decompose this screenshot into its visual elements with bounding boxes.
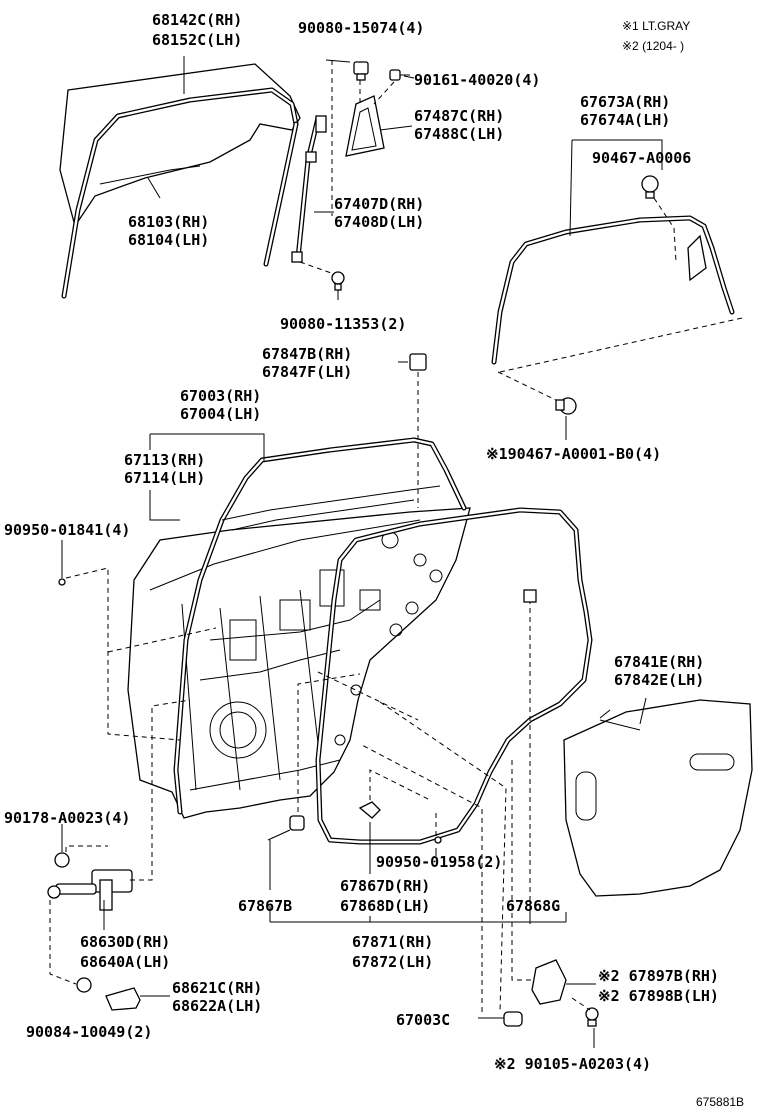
label-67408d: 67408D(LH) [334, 213, 425, 231]
door-frame-67113 [173, 437, 467, 815]
label-67673a: 67673A(RH) [580, 93, 671, 111]
label-67897b: ※2 67897B(RH) [598, 967, 719, 985]
label-68142c: 68142C(RH) [152, 11, 243, 29]
label-67871: 67871(RH) [352, 933, 434, 951]
screw-90161-40020 [389, 69, 410, 81]
division-bar-67407d [291, 115, 327, 263]
label-90105-a0203: ※2 90105-A0203(4) [494, 1055, 652, 1073]
label-68630d: 68630D(RH) [80, 933, 171, 951]
diagram-id: 675881B [696, 1095, 745, 1109]
screw-90080-15074 [353, 61, 369, 81]
bolt-90105-a0203 [585, 1007, 599, 1027]
label-90950-01958: 90950-01958(2) [376, 853, 503, 871]
label-90084-10049: 90084-10049(2) [26, 1023, 153, 1041]
bumper-67003c [503, 1011, 523, 1027]
door-weatherstrip-67871 [315, 507, 593, 845]
label-68640a: 68640A(LH) [80, 953, 171, 971]
clip-90950-01958 [434, 836, 442, 844]
cover-68621c [105, 987, 141, 1011]
label-90467-a0006: 90467-A0006 [592, 149, 692, 167]
nut-90178-a0023 [54, 852, 70, 868]
label-67872: 67872(LH) [352, 953, 434, 971]
clip-90467-a0001 [555, 397, 577, 415]
label-90080-15074: 90080-15074(4) [298, 19, 425, 37]
service-hole-cover-67841e [563, 699, 753, 897]
label-67841e: 67841E(RH) [614, 653, 705, 671]
label-90950-01841: 90950-01841(4) [4, 521, 131, 539]
label-67674a: 67674A(LH) [580, 111, 671, 129]
label-67847f: 67847F(LH) [262, 363, 353, 381]
label-67868g: 67868G [506, 897, 561, 915]
label-90161-40020: 90161-40020(4) [414, 71, 541, 89]
label-67113: 67113(RH) [124, 451, 206, 469]
clip-90467-a0006 [641, 175, 659, 199]
label-90467-a0001: ※190467-A0001-B0(4) [486, 445, 662, 463]
hinge-cover-67897b [531, 959, 567, 1005]
note-lt-gray: ※1 LT.GRAY [622, 19, 691, 33]
label-67842e: 67842E(LH) [614, 671, 705, 689]
clip-67867d [358, 801, 381, 819]
label-67003: 67003(RH) [180, 387, 262, 405]
label-67488c: 67488C(LH) [414, 125, 505, 143]
label-68104: 68104(LH) [128, 231, 210, 249]
label-68621c: 68621C(RH) [172, 979, 263, 997]
label-67868d: 67868D(LH) [340, 897, 431, 915]
label-67867d: 67867D(RH) [340, 877, 431, 895]
glass-run-68142c [61, 87, 299, 299]
clip-67847b [409, 353, 427, 371]
label-68622a: 68622A(LH) [172, 997, 263, 1015]
weatherstrip-67673a [491, 215, 735, 365]
label-90178-a0023: 90178-A0023(4) [4, 809, 131, 827]
bolt-90084-10049 [76, 977, 92, 993]
label-67847b: 67847B(RH) [262, 345, 353, 363]
screw-90080-11353 [331, 271, 345, 291]
label-67898b: ※2 67898B(LH) [598, 987, 719, 1005]
label-67003c: 67003C [396, 1011, 451, 1029]
label-67407d: 67407D(RH) [334, 195, 425, 213]
label-67867b: 67867B [238, 897, 293, 915]
clip-67867b [289, 815, 305, 831]
quarter-cover-67487c [345, 95, 385, 157]
label-67114: 67114(LH) [124, 469, 206, 487]
label-67487c: 67487C(RH) [414, 107, 505, 125]
rear-door-panel-67003 [127, 507, 471, 819]
door-check-68630d [47, 869, 133, 911]
clip-90950-01841 [58, 578, 66, 586]
label-67004: 67004(LH) [180, 405, 262, 423]
label-68152c: 68152C(LH) [152, 31, 243, 49]
label-68103: 68103(RH) [128, 213, 210, 231]
note-date-range: ※2 (1204- ) [622, 39, 685, 53]
label-90080-11353: 90080-11353(2) [280, 315, 407, 333]
